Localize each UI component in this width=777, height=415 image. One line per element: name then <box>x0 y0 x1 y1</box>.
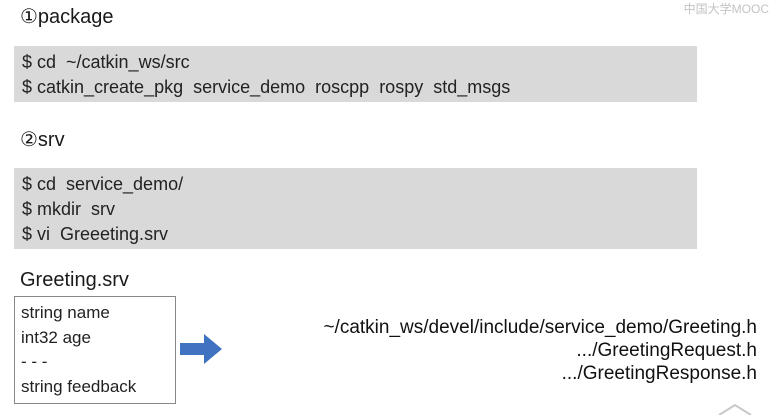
code-line: $ cd service_demo/ <box>22 174 184 194</box>
srv-file-box: string name int32 age - - - string feedb… <box>14 296 176 404</box>
code-block-package: $ cd ~/catkin_ws/src $ catkin_create_pkg… <box>14 46 697 102</box>
header-path: .../GreetingResponse.h <box>561 363 757 384</box>
file-title: Greeting.srv <box>20 269 129 291</box>
watermark: 中国大学MOOC <box>683 2 769 16</box>
section-title-package: ①package <box>20 6 114 28</box>
srv-field-line: string name <box>21 303 110 322</box>
generated-headers: ~/catkin_ws/devel/include/service_demo/G… <box>323 316 757 385</box>
header-path: .../GreetingRequest.h <box>576 340 757 361</box>
code-line: $ mkdir srv <box>22 199 116 219</box>
code-line: $ cd ~/catkin_ws/src <box>22 52 190 72</box>
srv-field-line: string feedback <box>21 376 137 396</box>
srv-field-line: int32 age <box>21 327 91 347</box>
section-title-srv: ②srv <box>20 129 65 151</box>
code-line: $ catkin_create_pkg service_demo roscpp … <box>22 77 511 97</box>
code-block-srv: $ cd service_demo/ $ mkdir srv $ vi Gree… <box>14 168 697 249</box>
header-path: ~/catkin_ws/devel/include/service_demo/G… <box>323 317 757 338</box>
corner-chevron-icon <box>718 403 752 415</box>
code-line: $ vi Greeeting.srv <box>22 224 169 244</box>
srv-separator-line: - - - <box>21 352 48 372</box>
right-arrow-icon <box>180 334 222 364</box>
